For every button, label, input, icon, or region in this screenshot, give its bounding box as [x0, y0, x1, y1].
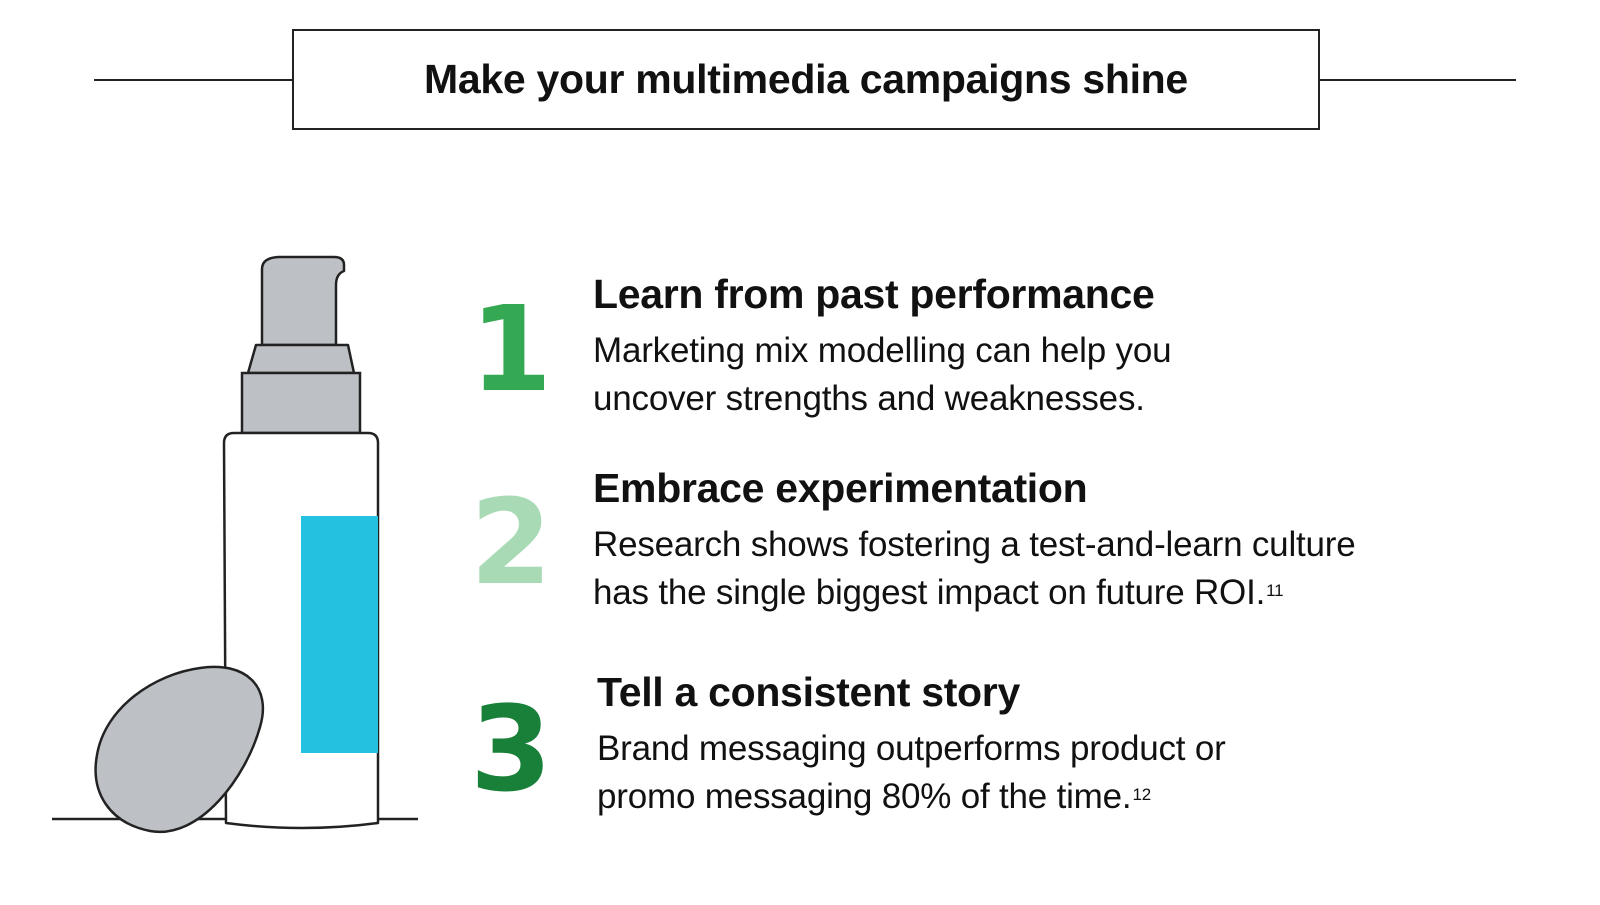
header-rule-right [1318, 79, 1516, 81]
step-3: Tell a consistent story Brand messaging … [597, 668, 1537, 821]
bottle-cap [240, 371, 362, 435]
step-number-1: 1 [469, 280, 553, 418]
step-3-line-1: Brand messaging outperforms product or [597, 729, 1226, 769]
step-2-heading: Embrace experimentation [593, 465, 1088, 511]
footnote-11: 11 [1266, 581, 1284, 601]
step-3-body: Brand messaging outperforms product or p… [597, 725, 1537, 821]
step-2-line-1: Research shows fostering a test-and-lear… [593, 525, 1356, 565]
makeup-sponge-icon [94, 665, 265, 834]
pump-nozzle [260, 255, 346, 347]
bottle-label [301, 516, 378, 753]
footnote-12: 12 [1132, 785, 1151, 805]
step-1-body: Marketing mix modelling can help you unc… [593, 327, 1533, 423]
step-number-3: 3 [469, 680, 553, 818]
step-1-line-2: uncover strengths and weaknesses. [593, 379, 1145, 419]
pump-collar [246, 343, 356, 375]
step-1-line-1: Marketing mix modelling can help you [593, 331, 1172, 371]
step-2-line-2: has the single biggest impact on future … [593, 573, 1266, 613]
pump-bottle-icon [52, 255, 418, 834]
step-3-line-2: promo messaging 80% of the time. [597, 777, 1132, 817]
step-2: Embrace experimentation Research shows f… [593, 464, 1533, 617]
page-title: Make your multimedia campaigns shine [424, 56, 1188, 102]
product-illustration [50, 255, 440, 865]
step-2-body: Research shows fostering a test-and-lear… [593, 521, 1533, 617]
title-box: Make your multimedia campaigns shine [292, 29, 1320, 130]
step-number-2: 2 [469, 473, 553, 611]
step-3-heading: Tell a consistent story [597, 669, 1020, 715]
step-1: Learn from past performance Marketing mi… [593, 270, 1533, 423]
header-rule-left [94, 79, 293, 81]
step-1-heading: Learn from past performance [593, 271, 1155, 317]
